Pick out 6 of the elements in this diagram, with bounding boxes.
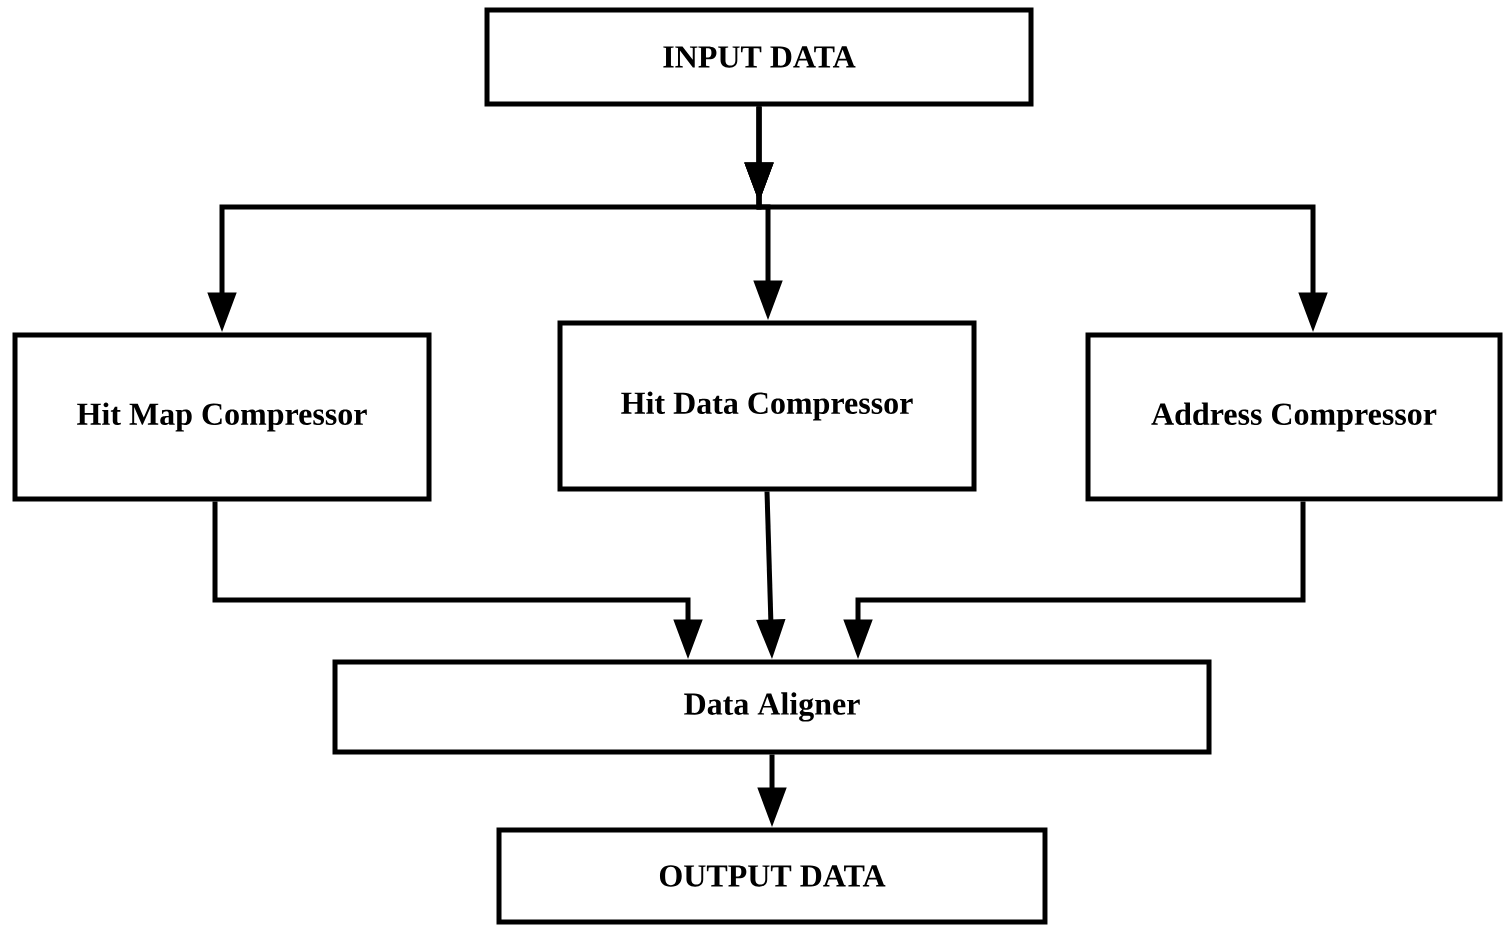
process-box: OUTPUT DATA: [496, 827, 1048, 925]
process-box: Address Compressor: [1085, 332, 1503, 502]
process-box: INPUT DATA: [484, 7, 1034, 107]
process-box: Data Aligner: [332, 659, 1212, 755]
process-box: Hit Map Compressor: [12, 332, 432, 502]
process-box: Hit Data Compressor: [557, 320, 977, 492]
